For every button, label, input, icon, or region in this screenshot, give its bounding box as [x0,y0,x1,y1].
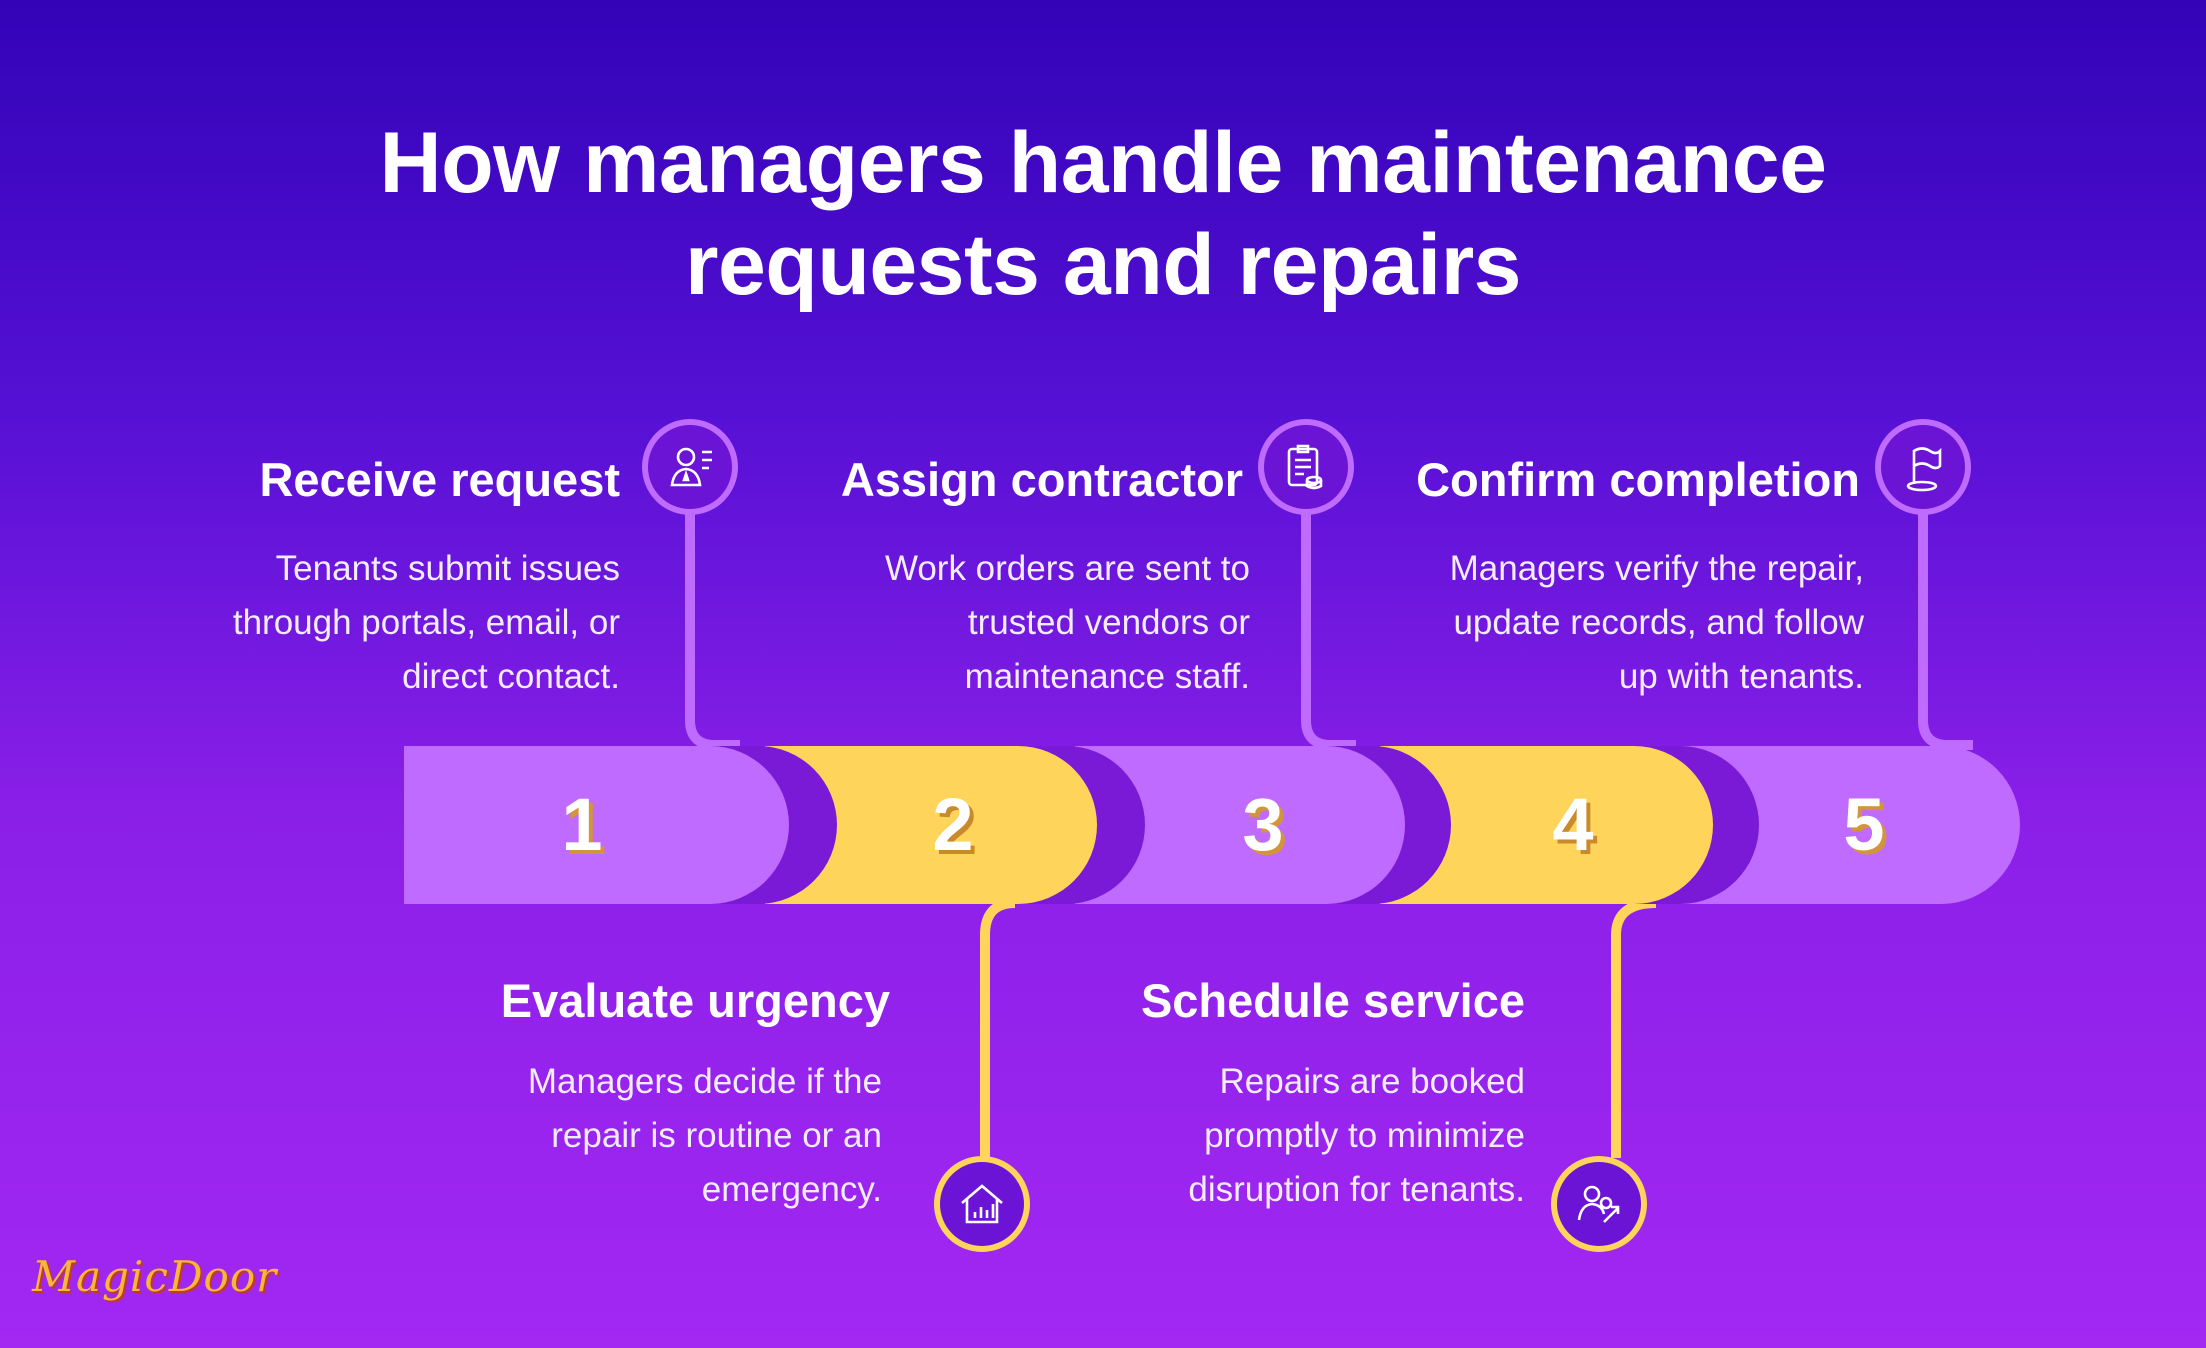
connector-step-3 [1301,510,1356,750]
flag-icon [1906,447,1942,492]
step-4-description: Repairs are booked promptly to minimize … [1188,1062,1525,1209]
connector-step-2 [980,898,1016,1158]
connector-step-4 [1611,898,1657,1158]
step-5-description: Managers verify the repair, update recor… [1449,549,1864,696]
icon-circle-step-2 [934,1156,1030,1252]
step-2-description: Managers decide if the repair is routine… [527,1062,882,1209]
connector-step-1 [685,510,740,750]
band-segment-1 [404,746,789,904]
icon-circle-step-3 [1258,419,1354,515]
icon-circle-step-4 [1551,1156,1647,1252]
step-3-title: Assign contractor [840,453,1243,506]
step-2-title: Evaluate urgency [500,974,890,1027]
clipboard-coins-icon [1287,444,1323,490]
magicdoor-logo: MagicDoor [32,1252,278,1301]
icon-circle-step-1 [642,419,738,515]
step-number-1: 1 [561,783,603,866]
title-line-2: requests and repairs [684,217,1522,313]
band-segment-2 [765,746,1097,904]
page-title: How managers handle maintenance requests… [0,112,2206,316]
step-1-description: Tenants submit issues through portals, e… [232,549,620,696]
icon-circle-step-5 [1875,419,1971,515]
step-number-5: 5 [1843,783,1885,866]
step-number-4: 4 [1552,783,1594,866]
people-arrow-icon [1577,1185,1620,1223]
step-3-description: Work orders are sent to trusted vendors … [884,549,1250,696]
step-4-title: Schedule service [1140,974,1525,1027]
step-5-title: Confirm completion [1416,453,1860,506]
band-segment-3 [1075,746,1405,904]
person-request-icon [670,447,712,487]
connector-step-5 [1918,510,1973,750]
step-number-2: 2 [932,783,974,866]
step-1-title: Receive request [259,453,620,506]
band-segment-4 [1380,746,1713,904]
house-chart-icon [961,1184,1003,1224]
step-number-3: 3 [1242,783,1284,866]
title-line-1: How managers handle maintenance [379,115,1827,211]
